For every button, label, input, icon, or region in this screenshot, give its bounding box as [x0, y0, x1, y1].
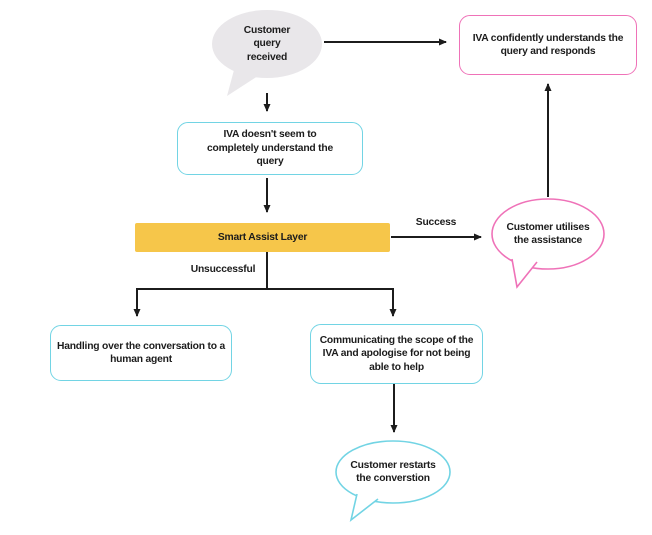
- node-iva-not-understand: IVA doesn't seem to completely understan…: [177, 122, 363, 175]
- node-customer-utilises: Customer utilises the assistance: [505, 214, 591, 254]
- node-label: IVA doesn't seem to completely understan…: [206, 129, 334, 168]
- node-customer-restarts: Customer restarts the converstion: [350, 451, 436, 493]
- node-communicate-scope: Communicating the scope of the IVA and a…: [310, 324, 483, 384]
- customer-utilises-bubble-tail: [511, 258, 538, 289]
- customer-query-bubble-shape: [212, 10, 322, 78]
- branch-unsuccessful-trunk: [136, 252, 394, 290]
- node-smart-assist-layer: Smart Assist Layer: [135, 223, 390, 252]
- node-iva-confident: IVA confidently understands the query an…: [459, 15, 637, 75]
- connector-arrows: [133, 38, 552, 433]
- customer-utilises-bubble-shape: [491, 198, 605, 270]
- node-label: Customer query received: [243, 24, 291, 63]
- node-label: Customer utilises the assistance: [506, 221, 590, 246]
- edge-label-unsuccessful: Unsuccessful: [190, 264, 256, 275]
- node-label: Smart Assist Layer: [217, 231, 308, 243]
- node-label: Handling over the conversation to a huma…: [56, 340, 226, 365]
- customer-restarts-bubble-shape: [335, 440, 451, 504]
- node-handover-human-agent: Handling over the conversation to a huma…: [50, 325, 232, 381]
- edge-label-success: Success: [415, 217, 457, 228]
- node-label: Customer restarts the converstion: [350, 459, 436, 484]
- node-label: IVA confidently understands the query an…: [472, 32, 624, 57]
- customer-query-bubble-tail: [227, 70, 261, 96]
- node-label: Communicating the scope of the IVA and a…: [319, 334, 474, 373]
- speech-bubble-shapes: [212, 10, 605, 523]
- node-customer-query: Customer query received: [237, 23, 297, 65]
- customer-restarts-bubble-tail: [349, 493, 379, 523]
